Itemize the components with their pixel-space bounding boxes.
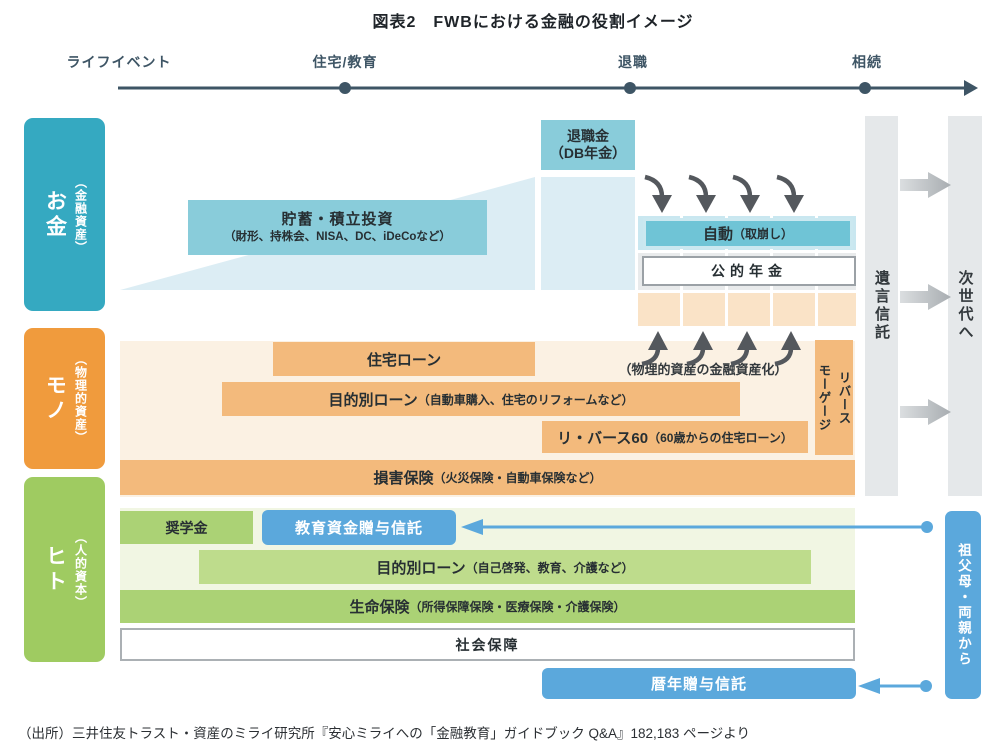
row-label-goods: モノ （物理的資産）	[24, 328, 105, 469]
figure-title: 図表2 FWBにおける金融の役割イメージ	[372, 14, 694, 31]
securitization-note: （物理的資産の金融資産化）	[618, 362, 788, 377]
severance-reserve-block	[541, 177, 635, 290]
savings-investment-box: 貯蓄・積立投資 （財形、持株会、NISA、DC、iDeCoなど）	[188, 200, 487, 255]
timeline-label-housing-education: 住宅/教育	[312, 54, 378, 70]
row-label-people-main: ヒト	[43, 544, 67, 595]
row-label-people: ヒト （人的資本）	[24, 477, 105, 662]
source-note: （出所）三井住友トラスト・資産のミライ研究所『安心ミライへの「金融教育」ガイドブ…	[18, 726, 750, 741]
row-label-money-main: お金	[43, 189, 67, 240]
reverse60-box: リ・バース60 （60歳からの住宅ローン）	[542, 421, 808, 453]
reverse-mortgage-box: モーゲージ リバース	[815, 340, 853, 455]
asset-cell	[683, 293, 725, 326]
damage-insurance-box: 損害保険 （火災保険・自動車保険など）	[120, 460, 855, 495]
next-generation-column: 次世代へ	[948, 116, 982, 496]
will-trust-column: 遺言信託	[865, 116, 898, 496]
asset-cell	[638, 293, 680, 326]
row-label-money: お金 （金融資産）	[24, 118, 105, 311]
grandparents-column: 祖父母・両親から	[945, 511, 981, 699]
timeline-label-life-event: ライフイベント	[66, 54, 172, 70]
asset-cell	[773, 293, 815, 326]
scholarship-box: 奨学金	[120, 511, 253, 544]
annual-gift-trust-box: 暦年贈与信託	[542, 668, 856, 699]
withdrawal-down-arrow-icon	[644, 174, 804, 213]
severance-pay-box: 退職金 （DB年金）	[541, 120, 635, 170]
education-gift-trust-box: 教育資金贈与信託	[262, 510, 456, 545]
annual-gift-arrow-icon	[858, 678, 932, 694]
public-pension-box: 公的年金	[642, 256, 856, 286]
timeline-axis	[118, 80, 978, 96]
asset-cell	[728, 293, 770, 326]
timeline-label-retirement: 退職	[618, 54, 648, 70]
social-security-box: 社会保障	[120, 628, 855, 661]
life-insurance-box: 生命保険 （所得保障保険・医療保険・介護保険）	[120, 590, 855, 623]
row-label-goods-sub: （物理的資産）	[73, 353, 88, 444]
row-label-money-sub: （金融資産）	[73, 175, 88, 254]
purpose-loan-people-box: 目的別ローン （自己啓発、教育、介護など）	[199, 550, 811, 584]
auto-withdrawal-box: 自動 （取崩し）	[643, 218, 853, 249]
housing-loan-box: 住宅ローン	[273, 342, 535, 376]
row-label-people-sub: （人的資本）	[73, 530, 88, 609]
purpose-loan-goods-box: 目的別ローン （自動車購入、住宅のリフォームなど）	[222, 382, 740, 416]
inheritance-transfer-arrow-icon	[900, 172, 951, 425]
asset-cell	[818, 293, 856, 326]
row-label-goods-main: モノ	[43, 373, 67, 424]
timeline-label-inheritance: 相続	[852, 54, 882, 70]
